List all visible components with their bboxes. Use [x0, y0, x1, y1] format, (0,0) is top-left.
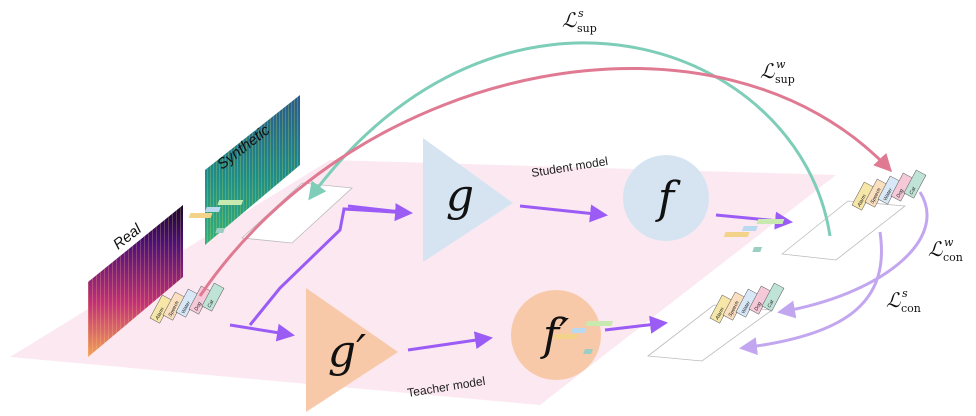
loss-con-w-label: ℒ w con: [928, 236, 963, 264]
loss-sup-s-sup: s: [578, 7, 584, 20]
loss-sup-w-main: ℒ: [760, 59, 775, 83]
teacher-encoder-symbol: g′: [328, 326, 366, 377]
loss-sup-s-label: ℒ s sup: [562, 7, 597, 35]
loss-sup-s-main: ℒ: [562, 8, 577, 32]
loss-sup-s-sub: sup: [577, 22, 597, 35]
loss-sup-w-sub: sup: [775, 73, 795, 86]
loss-sup-w-label: ℒ w sup: [760, 58, 795, 86]
loss-con-w-sup: w: [944, 236, 954, 249]
loss-sup-w-sup: w: [776, 58, 786, 71]
loss-con-s-sup: s: [902, 287, 908, 300]
student-encoder-symbol: g: [446, 170, 474, 221]
loss-con-s-sub: con: [901, 302, 921, 315]
loss-con-w-sub: con: [943, 251, 963, 264]
loss-con-s-main: ℒ: [886, 288, 901, 312]
loss-con-s-label: ℒ s con: [886, 287, 921, 315]
loss-con-w-main: ℒ: [928, 237, 943, 261]
